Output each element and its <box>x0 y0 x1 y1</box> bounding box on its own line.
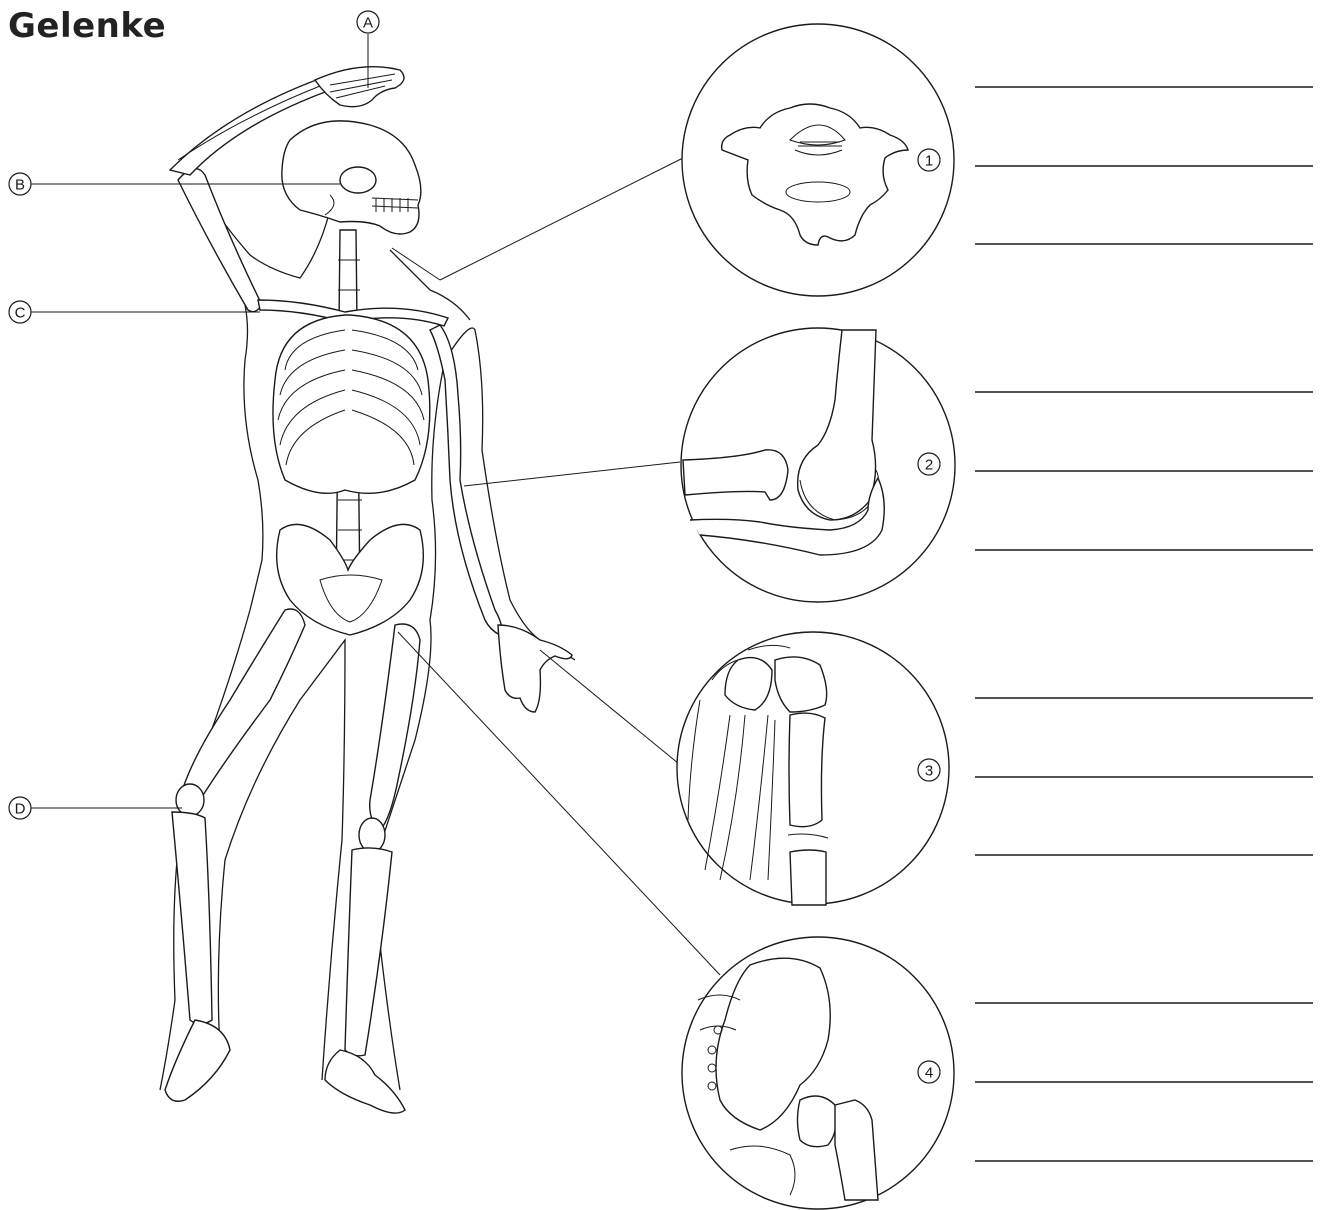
label-1-text: 1 <box>925 153 933 170</box>
label-B: B <box>9 173 31 195</box>
label-C: C <box>9 301 31 323</box>
label-D-text: D <box>15 801 26 818</box>
label-2: 2 <box>918 453 940 475</box>
label-3-text: 3 <box>925 763 933 780</box>
hanging-arm <box>430 325 502 635</box>
label-4: 4 <box>918 1061 940 1083</box>
label-A-text: A <box>363 15 373 32</box>
rib-cage <box>273 315 430 493</box>
right-femur <box>180 609 305 806</box>
detail-3-hand <box>677 632 949 905</box>
label-A: A <box>357 11 379 33</box>
left-lower-leg <box>345 848 392 1056</box>
answer-lines <box>975 87 1313 1161</box>
left-foot <box>325 1050 405 1113</box>
label-4-text: 4 <box>925 1065 933 1082</box>
detail-leaders <box>392 158 720 975</box>
label-3: 3 <box>918 759 940 781</box>
detail-1-atlas <box>682 24 954 296</box>
raised-arm-humerus <box>178 169 262 312</box>
label-2-text: 2 <box>925 457 933 474</box>
right-lower-leg <box>172 812 212 1024</box>
label-C-text: C <box>15 305 26 322</box>
skeleton-figure <box>160 67 575 1113</box>
right-kneecap <box>176 784 204 816</box>
detail-2-elbow <box>681 328 955 602</box>
detail-4-hip <box>682 937 954 1209</box>
hanging-hand <box>498 625 572 712</box>
right-foot <box>165 1020 230 1101</box>
label-1: 1 <box>918 149 940 171</box>
left-kneecap <box>359 818 385 852</box>
label-B-text: B <box>15 177 25 194</box>
label-D: D <box>9 797 31 819</box>
